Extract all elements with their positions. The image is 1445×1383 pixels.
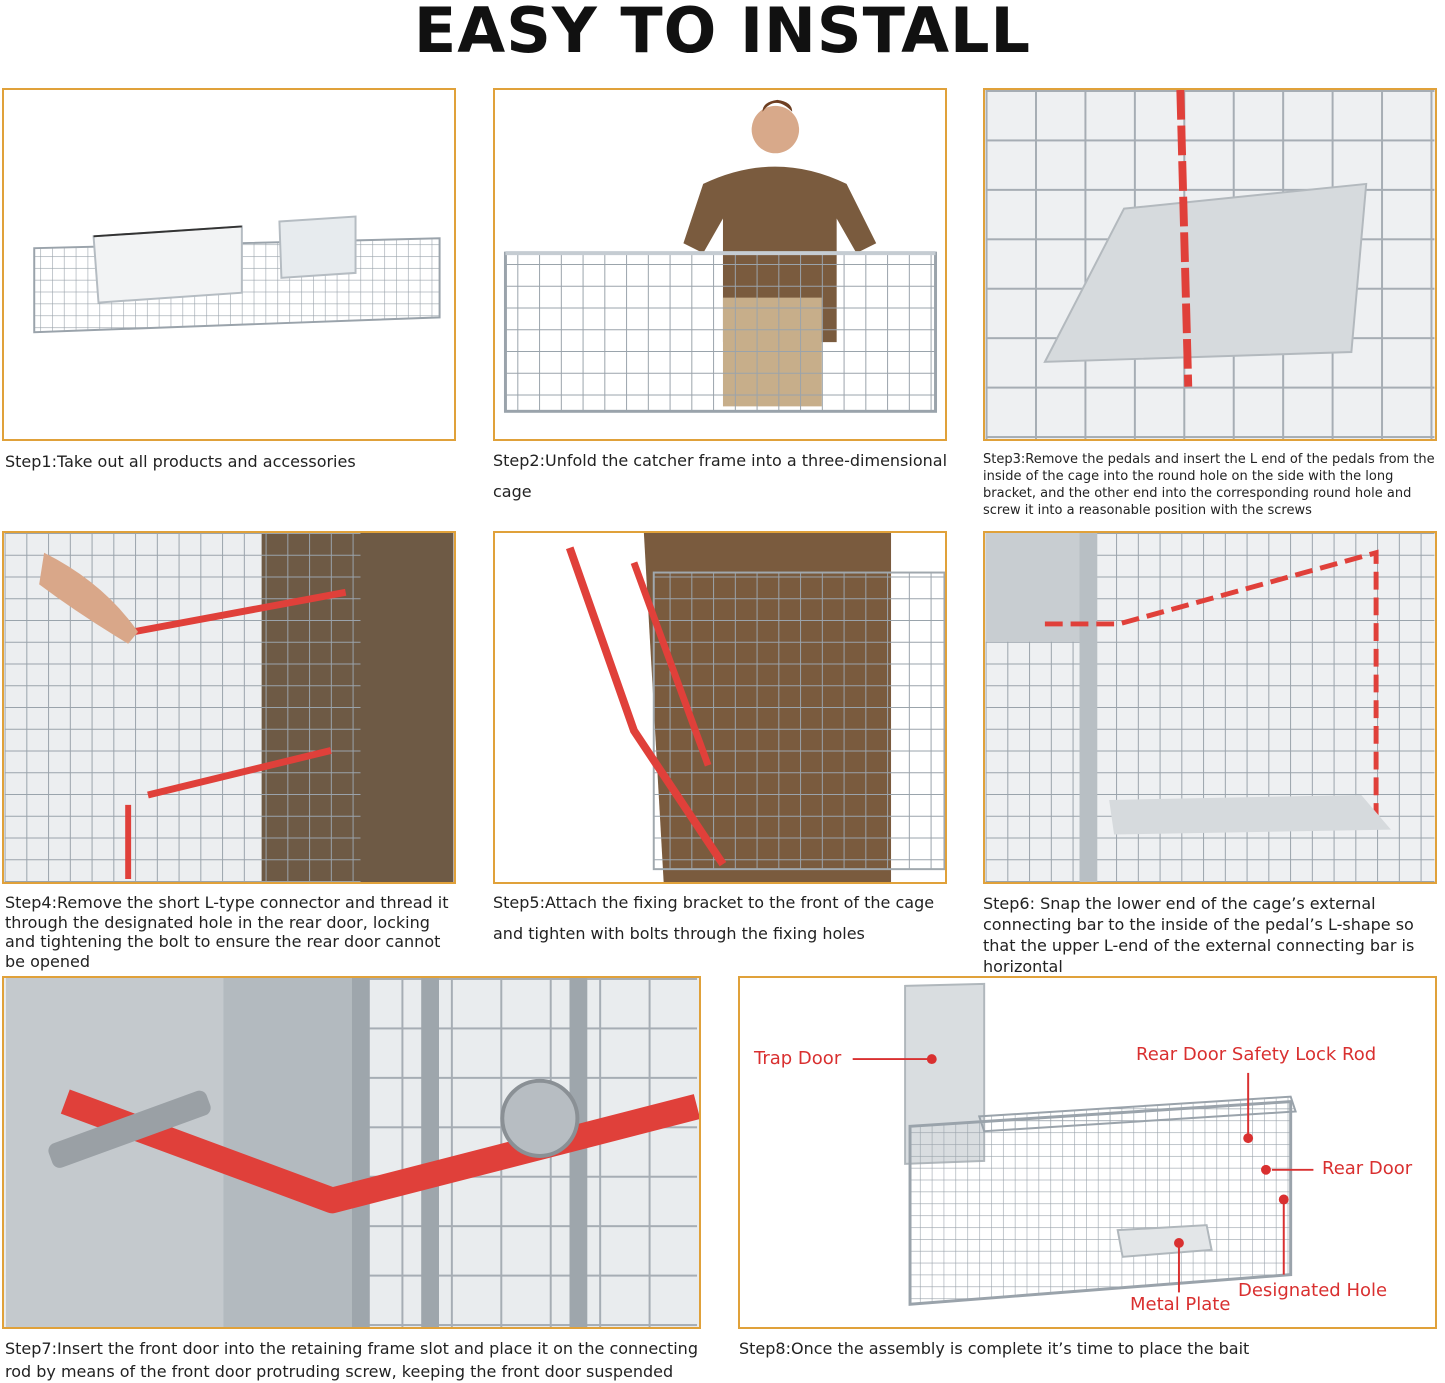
step1-image (2, 88, 456, 441)
external-connecting-bar (1044, 549, 1379, 825)
step8-image (738, 976, 1437, 1329)
step3-caption: Step3:Remove the pedals and insert the L… (983, 452, 1435, 518)
trap-door-label: Trap Door (754, 1048, 842, 1069)
assembled-trap-icon (904, 982, 1297, 1306)
rear-door-label: Rear Door (1322, 1158, 1413, 1179)
step7-caption: Step7:Insert the front door into the ret… (5, 1339, 698, 1381)
step7-image (2, 976, 701, 1329)
connector-rod (132, 588, 347, 636)
fixing-bracket (565, 546, 727, 867)
screw-icon (48, 1090, 211, 1168)
pedal-plate (1043, 182, 1368, 363)
step2-caption: Step2:Unfold the catcher frame into a th… (493, 451, 948, 501)
designated-hole-label: Designated Hole (1238, 1280, 1388, 1301)
step8-caption: Step8:Once the assembly is complete it’s… (739, 1339, 1250, 1358)
step6-image (983, 531, 1437, 884)
page-title: EASY TO INSTALL (413, 0, 1032, 67)
red-rod (1176, 90, 1193, 387)
hand-icon (39, 552, 139, 644)
metal-plate-label: Metal Plate (1130, 1294, 1231, 1315)
step6-caption: Step6: Snap the lower end of the cage’s … (983, 894, 1415, 976)
step5-caption: Step5:Attach the fixing bracket to the f… (493, 893, 935, 943)
step3-image (983, 88, 1437, 441)
step2-image (493, 88, 947, 441)
metal-plate-icon (1116, 1224, 1213, 1258)
step5-image (493, 531, 947, 884)
cage-icon (503, 251, 938, 413)
step4-caption: Step4:Remove the short L-type connector … (5, 893, 449, 971)
connecting-rod (60, 1089, 699, 1214)
rear-door-lock-rod-label: Rear Door Safety Lock Rod (1136, 1044, 1377, 1065)
step1-caption: Step1:Take out all products and accessor… (5, 452, 356, 471)
flat-cage-icon (33, 215, 441, 334)
step4-image (2, 531, 456, 884)
nut-icon (500, 1078, 580, 1158)
